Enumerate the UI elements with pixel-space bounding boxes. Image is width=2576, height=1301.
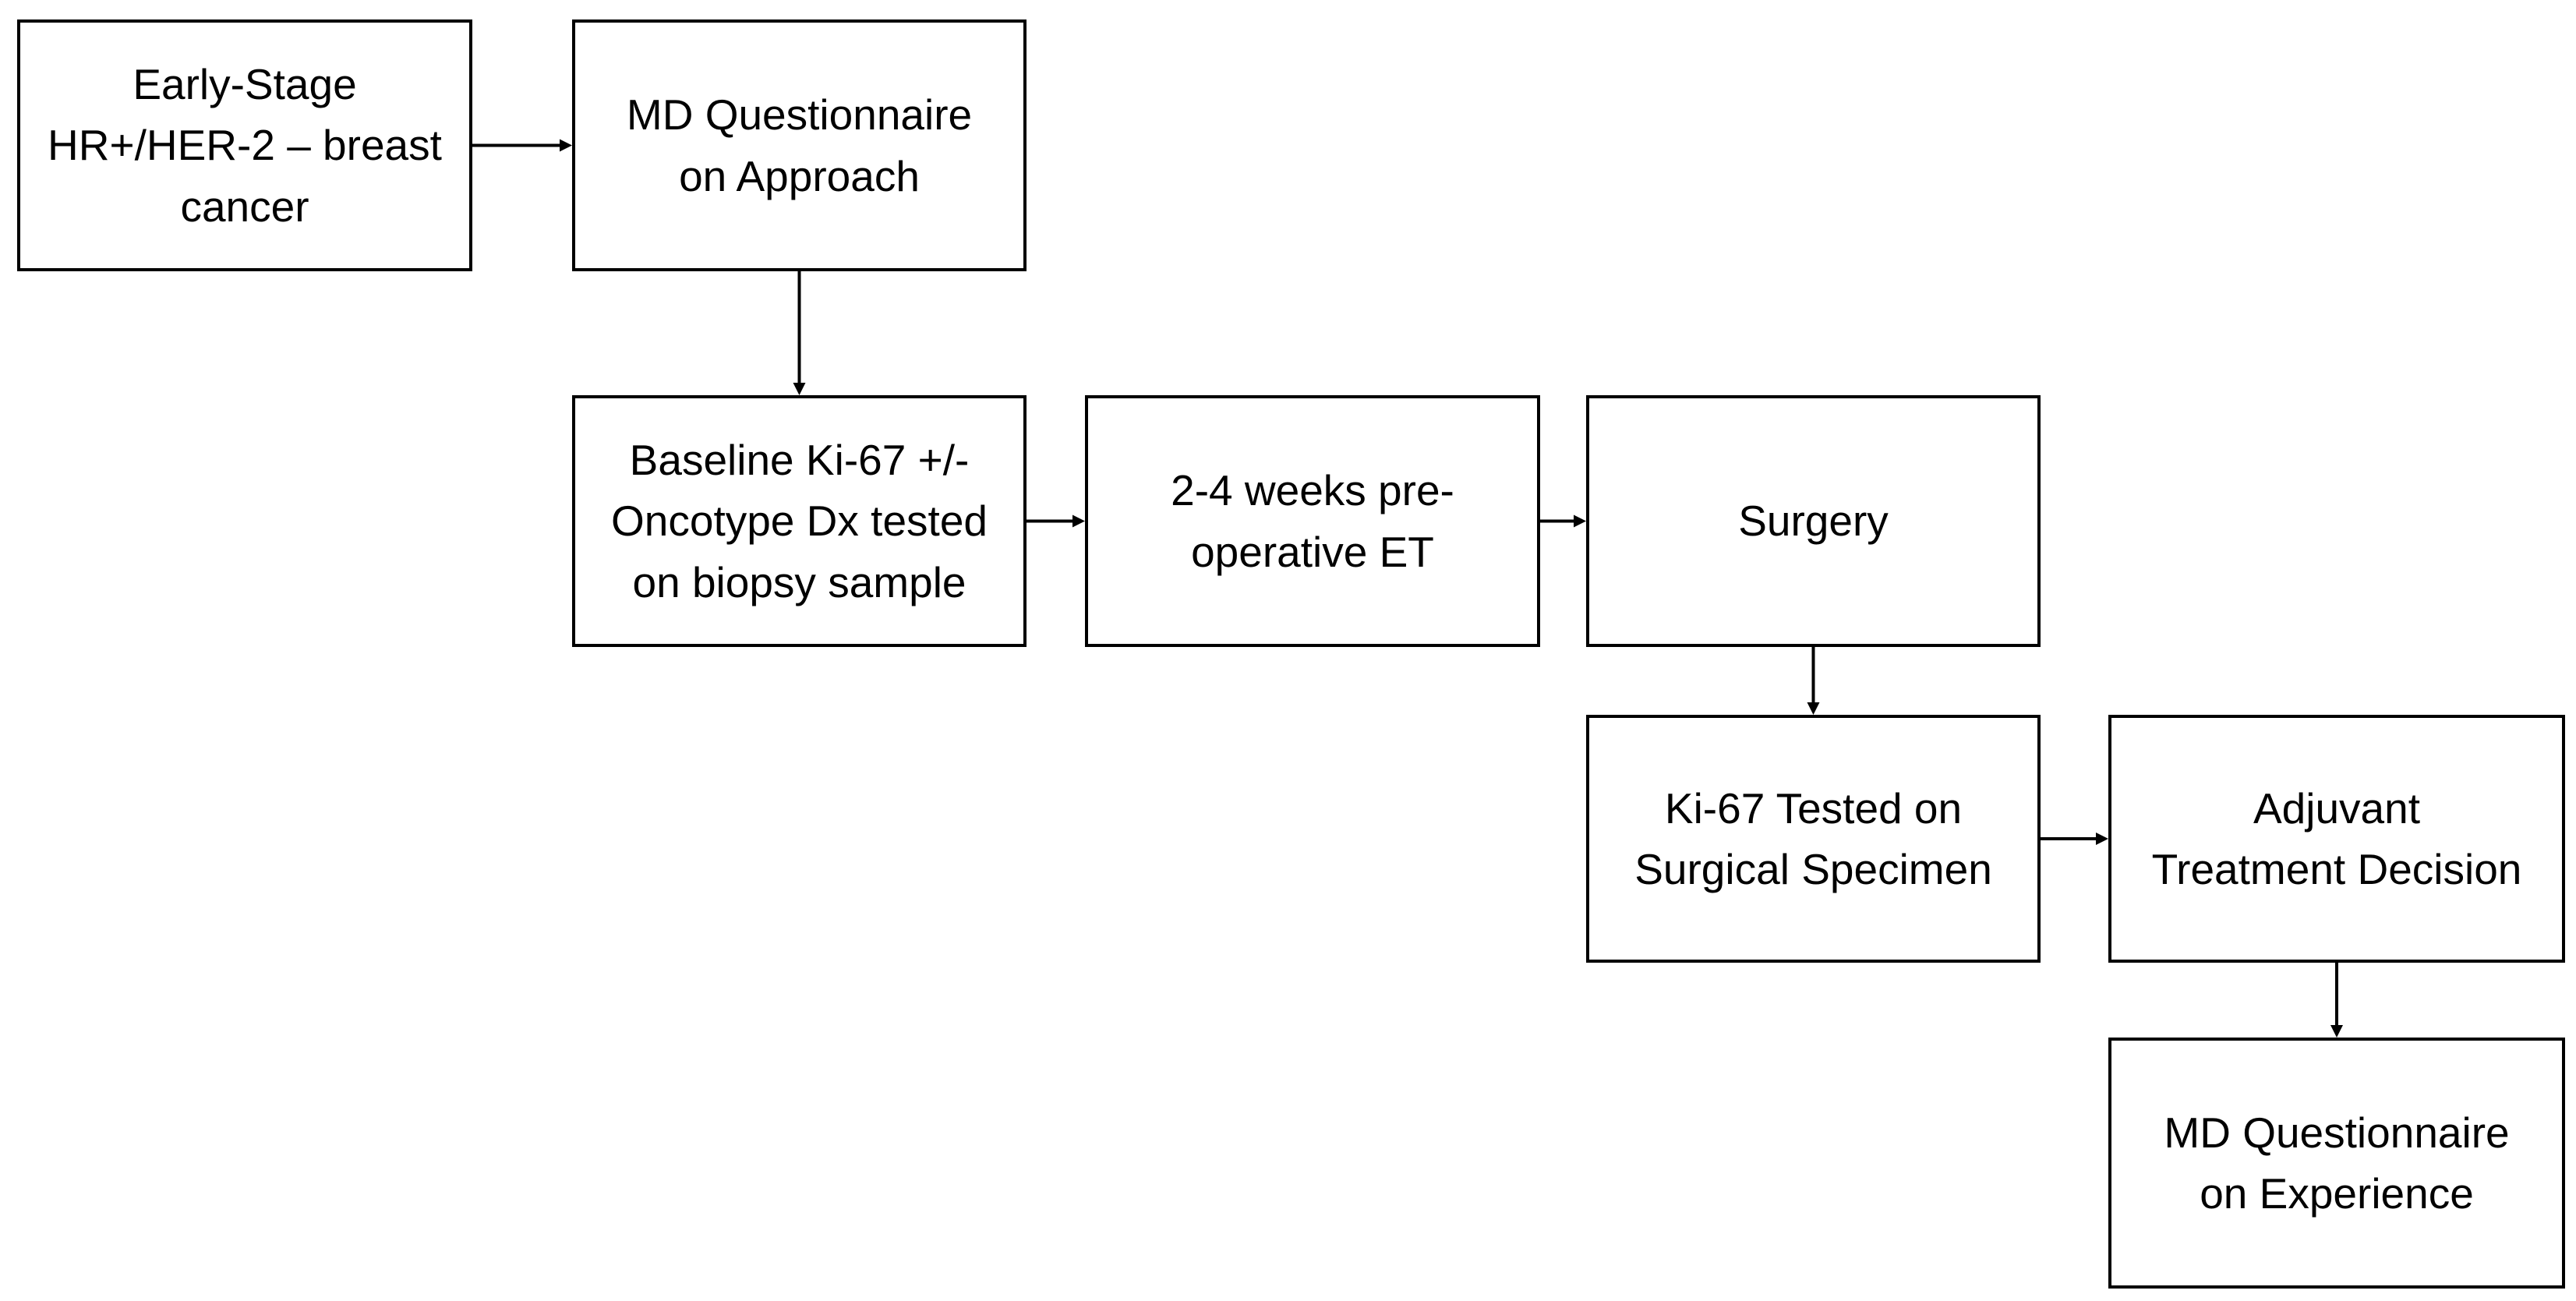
arrowhead-early-stage-to-md-questionnaire-approach <box>560 139 572 152</box>
arrowhead-baseline-ki67-to-preoperative-et <box>1072 514 1085 528</box>
preoperative-et-label: 2-4 weeks pre-operative ET <box>1171 466 1454 576</box>
arrowhead-ki67-surgical-to-adjuvant-decision <box>2096 833 2108 845</box>
surgery-box: Surgery <box>1586 395 2041 647</box>
arrowhead-adjuvant-decision-to-md-questionnaire-experience <box>2330 1025 2343 1038</box>
arrowhead-surgery-to-ki67-surgical <box>1807 702 1820 715</box>
preoperative-et-box: 2-4 weeks pre-operative ET <box>1085 395 1540 647</box>
surgery-label: Surgery <box>1738 497 1889 546</box>
arrowhead-preoperative-et-to-surgery <box>1574 514 1586 528</box>
arrowhead-md-questionnaire-approach-to-baseline-ki67 <box>793 383 806 395</box>
